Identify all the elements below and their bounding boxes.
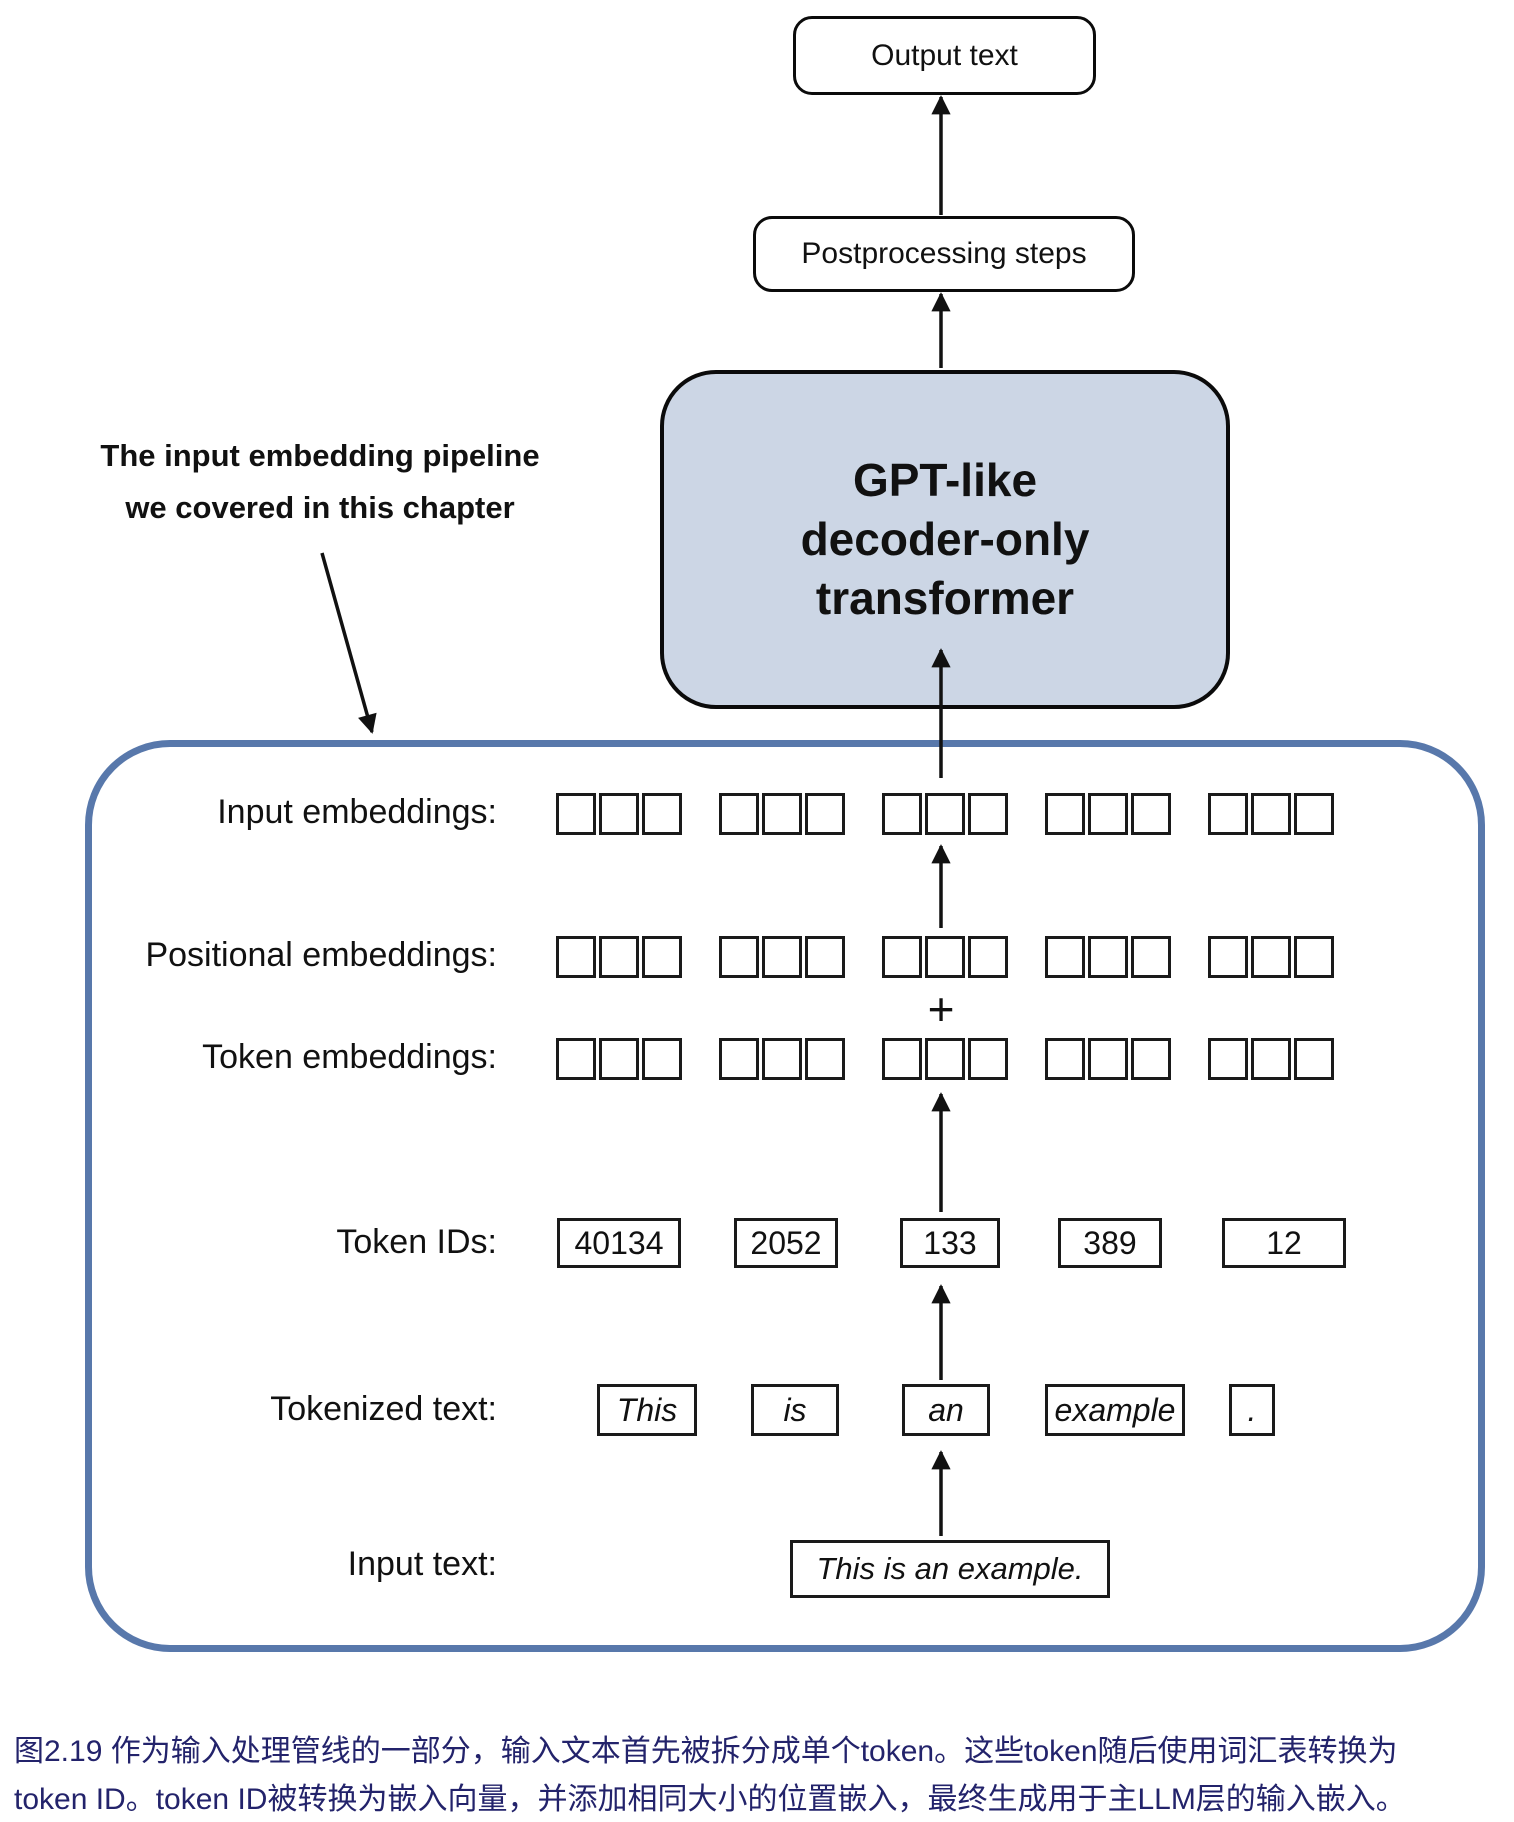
embedding-cell	[1131, 1038, 1171, 1080]
token-embeddings-squares-row	[0, 1038, 1514, 1082]
row-label-input-text: Input text:	[347, 1545, 497, 1583]
annotation-pointer-arrow	[320, 552, 377, 734]
row-label-input-embeddings: Input embeddings:	[217, 793, 497, 831]
row-label-token-ids: Token IDs:	[336, 1223, 497, 1261]
figure-caption: 图2.19 作为输入处理管线的一部分，输入文本首先被拆分成单个token。这些t…	[14, 1728, 1514, 1822]
embedding-vector	[1208, 1038, 1334, 1080]
embedding-cell	[642, 1038, 682, 1080]
gpt-box-line: transformer	[815, 571, 1075, 624]
input-embeddings-squares-row	[0, 793, 1514, 837]
embedding-cell	[719, 936, 759, 978]
embedding-cell	[599, 936, 639, 978]
token-box: example	[1045, 1384, 1185, 1436]
embedding-cell	[805, 936, 845, 978]
annotation-note: The input embedding pipeline we covered …	[95, 430, 545, 534]
embedding-vector	[1045, 936, 1171, 978]
embedding-cell	[1045, 1038, 1085, 1080]
embedding-cell	[1045, 793, 1085, 835]
embedding-vector	[882, 1038, 1008, 1080]
output-text-box: Output text	[793, 16, 1096, 95]
embedding-cell	[556, 793, 596, 835]
token-box: an	[902, 1384, 990, 1436]
embedding-cell	[1088, 793, 1128, 835]
embedding-cell	[556, 936, 596, 978]
token-id-box: 2052	[734, 1218, 838, 1268]
gpt-decoder-only-transformer-box: GPT-like decoder-only transformer	[660, 370, 1230, 709]
embedding-cell	[762, 1038, 802, 1080]
embedding-vector	[719, 793, 845, 835]
embedding-cell	[1208, 793, 1248, 835]
embedding-cell	[925, 793, 965, 835]
embedding-cell	[1294, 793, 1334, 835]
embedding-cell	[642, 793, 682, 835]
embedding-vector	[556, 936, 682, 978]
embedding-cell	[1131, 936, 1171, 978]
embedding-cell	[1251, 793, 1291, 835]
embedding-cell	[882, 1038, 922, 1080]
embedding-cell	[1088, 936, 1128, 978]
token-box: is	[751, 1384, 839, 1436]
embedding-cell	[968, 936, 1008, 978]
gpt-box-line: decoder-only	[800, 513, 1090, 566]
embedding-cell	[1208, 936, 1248, 978]
embedding-cell	[762, 793, 802, 835]
row-label-token-embeddings: Token embeddings:	[202, 1038, 497, 1076]
input-text-box: This is an example.	[790, 1540, 1110, 1598]
embedding-vector	[719, 936, 845, 978]
embedding-vector	[556, 793, 682, 835]
token-id-box: 133	[900, 1218, 1000, 1268]
embedding-vector	[1045, 1038, 1171, 1080]
embedding-vector	[1208, 936, 1334, 978]
embedding-cell	[1045, 936, 1085, 978]
embedding-vector	[556, 1038, 682, 1080]
embedding-cell	[882, 793, 922, 835]
embedding-cell	[599, 1038, 639, 1080]
embedding-cell	[599, 793, 639, 835]
embedding-vector	[1208, 793, 1334, 835]
token-id-box: 40134	[557, 1218, 681, 1268]
embedding-cell	[719, 793, 759, 835]
annotation-line: we covered in this chapter	[125, 490, 515, 525]
embedding-cell	[1294, 1038, 1334, 1080]
embedding-cell	[1251, 1038, 1291, 1080]
caption-line-2: token ID。token ID被转换为嵌入向量，并添加相同大小的位置嵌入，最…	[14, 1783, 1406, 1816]
embedding-cell	[1208, 1038, 1248, 1080]
annotation-line: The input embedding pipeline	[100, 438, 540, 473]
embedding-cell	[642, 936, 682, 978]
embedding-cell	[968, 793, 1008, 835]
embedding-cell	[805, 1038, 845, 1080]
plus-sign: +	[927, 983, 955, 1035]
embedding-cell	[556, 1038, 596, 1080]
embedding-cell	[719, 1038, 759, 1080]
row-label-positional-embeddings: Positional embeddings:	[145, 936, 497, 974]
embedding-cell	[882, 936, 922, 978]
token-id-box: 389	[1058, 1218, 1162, 1268]
caption-line-1: 图2.19 作为输入处理管线的一部分，输入文本首先被拆分成单个token。这些t…	[14, 1735, 1398, 1768]
embedding-cell	[968, 1038, 1008, 1080]
embedding-cell	[762, 936, 802, 978]
embedding-cell	[1294, 936, 1334, 978]
embedding-cell	[925, 1038, 965, 1080]
token-box: .	[1229, 1384, 1275, 1436]
embedding-cell	[925, 936, 965, 978]
token-id-box: 12	[1222, 1218, 1346, 1268]
row-label-tokenized-text: Tokenized text:	[270, 1390, 497, 1428]
gpt-box-line: GPT-like	[852, 454, 1038, 507]
embedding-vector	[1045, 793, 1171, 835]
token-box: This	[597, 1384, 697, 1436]
embedding-vector	[882, 936, 1008, 978]
embedding-vector	[719, 1038, 845, 1080]
embedding-pipeline-container	[85, 740, 1485, 1652]
embedding-cell	[1131, 793, 1171, 835]
embedding-cell	[1251, 936, 1291, 978]
embedding-cell	[805, 793, 845, 835]
embedding-cell	[1088, 1038, 1128, 1080]
positional-embeddings-squares-row	[0, 936, 1514, 980]
postprocessing-steps-box: Postprocessing steps	[753, 216, 1135, 292]
embedding-vector	[882, 793, 1008, 835]
